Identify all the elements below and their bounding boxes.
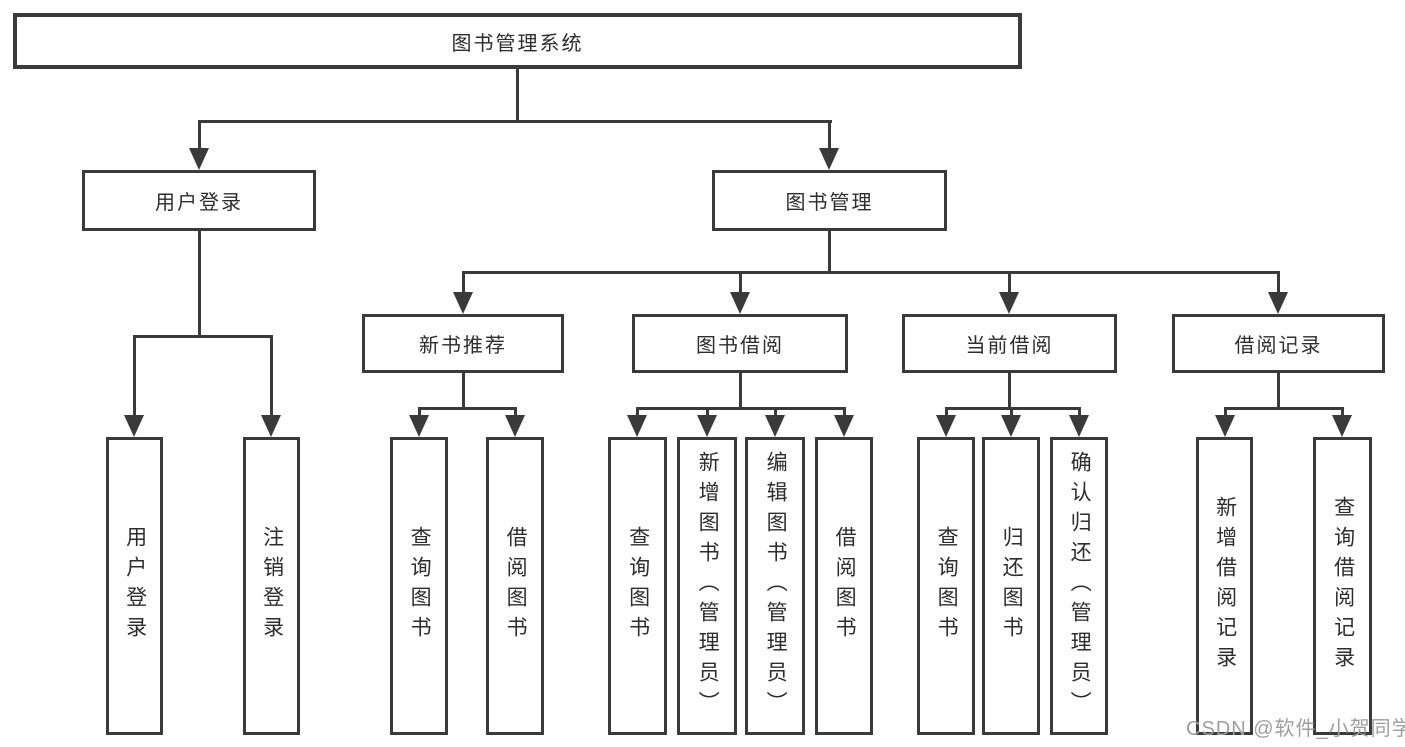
connector-line (739, 271, 742, 295)
leaf-current-query-books-label: 查询图书 (935, 526, 959, 646)
leaf-newrec-query-books: 查询图书 (390, 437, 448, 735)
leaf-current-confirm-return-admin-label: 确认归还（管理员） (1068, 451, 1092, 721)
connector-line (418, 407, 517, 410)
node-current-borrow-label: 当前借阅 (965, 335, 1054, 357)
arrow-down-icon (1268, 292, 1288, 314)
leaf-borrow-add-books-admin-label: 新增图书（管理员） (696, 451, 720, 721)
connector-line (198, 229, 201, 337)
connector-line (706, 407, 709, 418)
leaf-borrow-add-books-admin: 新增图书（管理员） (677, 437, 737, 735)
leaf-current-return-books-label: 归还图书 (1000, 526, 1024, 646)
leaf-borrow-query-books-label: 查询图书 (626, 526, 650, 646)
connector-line (516, 66, 519, 122)
connector-line (636, 407, 846, 410)
arrow-down-icon (1215, 415, 1235, 437)
connector-line (198, 120, 201, 152)
leaf-borrow-borrow-books: 借阅图书 (815, 437, 873, 735)
leaf-borrow-edit-books-admin: 编辑图书（管理员） (745, 437, 805, 735)
leaf-borrow-query-books: 查询图书 (608, 437, 667, 735)
connector-line (828, 229, 831, 274)
node-new-book-rec: 新书推荐 (362, 314, 564, 373)
arrow-down-icon (627, 415, 647, 437)
leaf-borrow-borrow-books-label: 借阅图书 (833, 526, 857, 646)
arrow-down-icon (834, 415, 854, 437)
leaf-user-login-label: 用户登录 (123, 526, 147, 646)
node-borrow-records-label: 借阅记录 (1234, 335, 1323, 357)
node-root-label: 图书管理系统 (451, 32, 584, 55)
connector-line (462, 371, 465, 410)
csdn-watermark: CSDN @软件_小贺同学 (1186, 718, 1405, 740)
arrow-down-icon (124, 415, 144, 437)
connector-line (198, 120, 832, 123)
arrow-down-icon (261, 415, 281, 437)
node-new-book-rec-label: 新书推荐 (419, 335, 507, 357)
arrow-down-icon (765, 415, 785, 437)
connector-line (133, 335, 136, 419)
node-book-borrow: 图书借阅 (632, 314, 848, 373)
arrow-down-icon (409, 415, 429, 437)
arrow-down-icon (189, 148, 209, 170)
leaf-records-add-record: 新增借阅记录 (1196, 437, 1253, 735)
leaf-newrec-query-books-label: 查询图书 (408, 526, 432, 646)
leaf-newrec-borrow-books: 借阅图书 (486, 437, 544, 735)
connector-line (133, 335, 273, 338)
node-borrow-records: 借阅记录 (1172, 314, 1385, 373)
leaf-user-login: 用户登录 (106, 437, 163, 735)
connector-line (462, 271, 465, 295)
connector-line (843, 407, 846, 418)
arrow-down-icon (730, 292, 750, 314)
node-current-borrow: 当前借阅 (902, 314, 1117, 373)
connector-line (1008, 371, 1011, 410)
leaf-records-query-record-label: 查询借阅记录 (1331, 496, 1355, 676)
leaf-logout: 注销登录 (243, 437, 300, 735)
node-book-mgmt-label: 图书管理 (785, 192, 874, 214)
leaf-newrec-borrow-books-label: 借阅图书 (504, 526, 528, 646)
connector-line (270, 335, 273, 419)
arrow-down-icon (936, 415, 956, 437)
leaf-borrow-edit-books-admin-label: 编辑图书（管理员） (764, 451, 788, 721)
arrow-down-icon (999, 292, 1019, 314)
connector-line (1224, 407, 1227, 418)
connector-line (636, 407, 639, 418)
connector-line (1224, 407, 1344, 410)
leaf-current-return-books: 归还图书 (982, 437, 1040, 735)
leaf-current-confirm-return-admin: 确认归还（管理员） (1050, 437, 1108, 735)
connector-line (945, 407, 948, 418)
leaf-records-query-record: 查询借阅记录 (1313, 437, 1372, 735)
node-user-login-label: 用户登录 (155, 192, 243, 214)
arrow-down-icon (505, 415, 525, 437)
connector-line (945, 407, 1081, 410)
arrow-down-icon (1001, 415, 1021, 437)
connector-line (1078, 407, 1081, 418)
arrow-down-icon (1069, 415, 1089, 437)
node-root: 图书管理系统 (13, 13, 1022, 69)
connector-line (739, 371, 742, 410)
leaf-current-query-books: 查询图书 (917, 437, 975, 735)
connector-line (1008, 271, 1011, 295)
connector-line (1341, 407, 1344, 418)
leaf-logout-label: 注销登录 (260, 526, 284, 646)
arrow-down-icon (1332, 415, 1352, 437)
node-user-login: 用户登录 (82, 170, 316, 231)
node-book-borrow-label: 图书借阅 (696, 335, 784, 357)
arrow-down-icon (453, 292, 473, 314)
connector-line (1277, 271, 1280, 295)
arrow-down-icon (697, 415, 717, 437)
connector-line (418, 407, 421, 418)
connector-line (514, 407, 517, 418)
connector-line (828, 120, 831, 152)
arrow-down-icon (819, 148, 839, 170)
node-book-mgmt: 图书管理 (712, 170, 947, 231)
leaf-records-add-record-label: 新增借阅记录 (1213, 496, 1237, 676)
connector-line (774, 407, 777, 418)
connector-line (462, 271, 1280, 274)
connector-line (1277, 371, 1280, 410)
connector-line (1010, 407, 1013, 418)
